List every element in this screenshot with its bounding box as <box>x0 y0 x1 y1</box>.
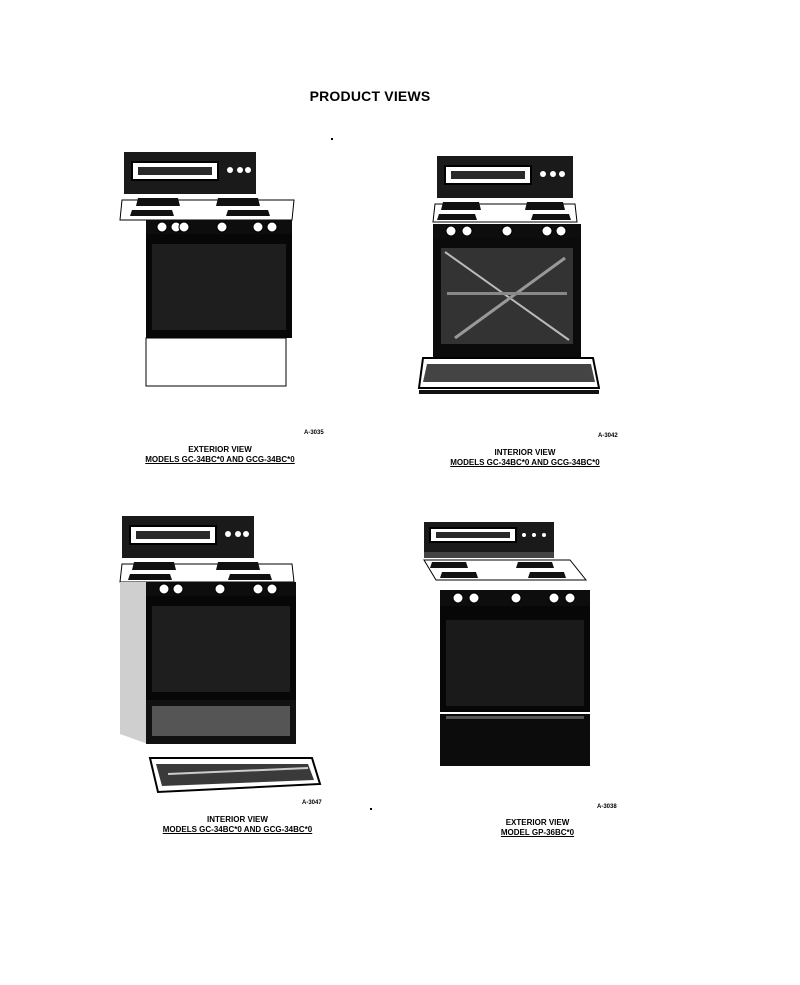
caption-models: MODEL GP-36BC*0 <box>500 828 575 837</box>
figure-id-a3042: A-3042 <box>598 433 618 439</box>
figure-interior-view-2 <box>112 512 327 802</box>
scan-speck <box>331 138 333 140</box>
caption-heading: EXTERIOR VIEW <box>505 818 570 827</box>
range-drawer-open-icon <box>119 516 322 794</box>
range-exterior-icon <box>119 152 295 387</box>
figure-interior-view-1 <box>415 152 600 402</box>
figure-exterior-view-1 <box>118 148 303 393</box>
scan-speck <box>370 808 372 810</box>
caption-heading: EXTERIOR VIEW <box>188 445 252 454</box>
caption-heading: INTERIOR VIEW <box>207 815 268 824</box>
figure-exterior-view-2 <box>420 518 605 768</box>
caption-interior-view-2: INTERIOR VIEW MODELS GC-34BC*0 AND GCG-3… <box>125 815 350 835</box>
caption-heading: INTERIOR VIEW <box>494 448 556 457</box>
figure-id-a3038: A-3038 <box>597 804 617 810</box>
page-title: PRODUCT VIEWS <box>309 88 431 104</box>
caption-interior-view-1: INTERIOR VIEW MODELS GC-34BC*0 AND GCG-3… <box>400 448 650 468</box>
figure-id-a3035: A-3035 <box>304 430 324 436</box>
caption-models: MODELS GC-34BC*0 AND GCG-34BC*0 <box>145 455 295 464</box>
caption-models: MODELS GC-34BC*0 AND GCG-34BC*0 <box>162 825 313 834</box>
figure-id-a3047: A-3047 <box>302 800 322 806</box>
range-interior-door-open-icon <box>417 156 600 394</box>
caption-exterior-view-1: EXTERIOR VIEW MODELS GC-34BC*0 AND GCG-3… <box>110 445 330 465</box>
range-exterior-icon <box>423 522 590 766</box>
caption-models: MODELS GC-34BC*0 AND GCG-34BC*0 <box>450 458 600 467</box>
caption-exterior-view-2: EXTERIOR VIEW MODEL GP-36BC*0 <box>425 818 650 838</box>
